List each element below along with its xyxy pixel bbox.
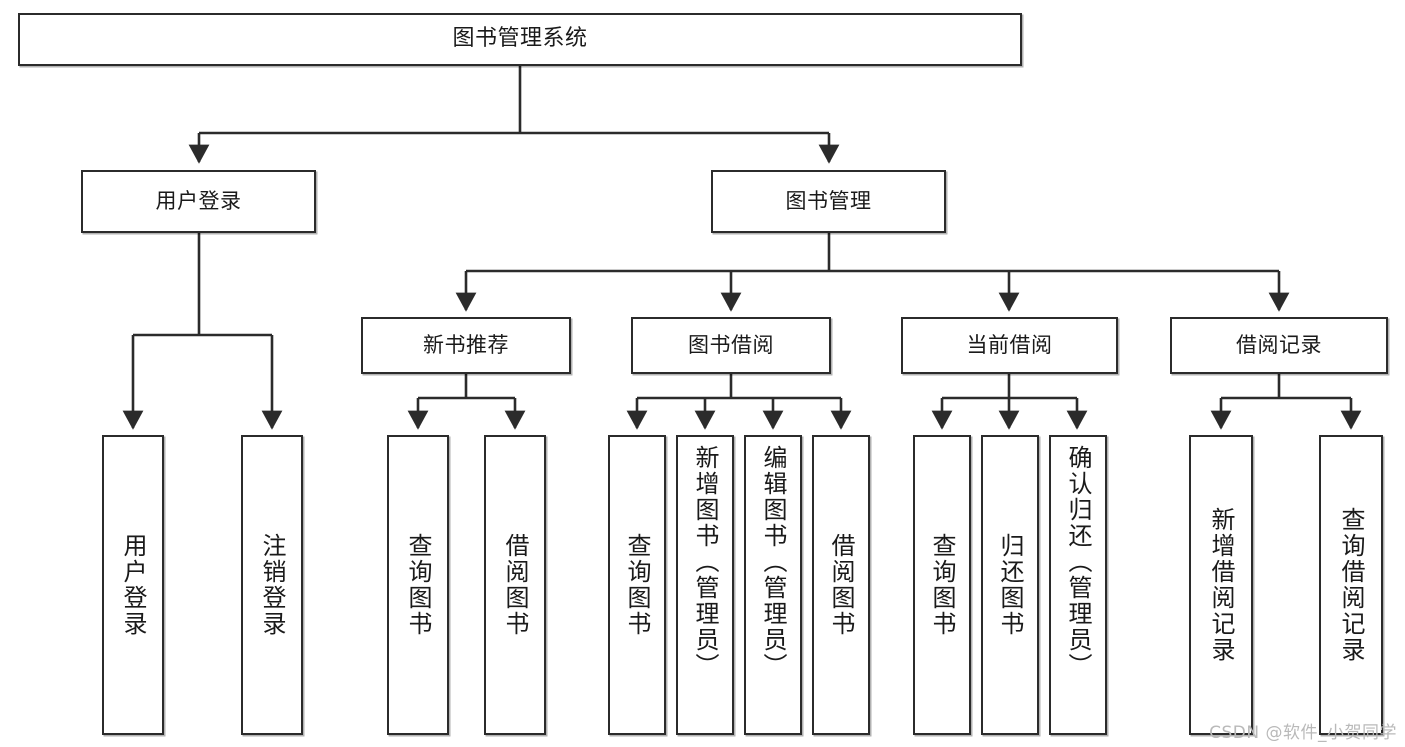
node-book-management[interactable]: 图书管理: [711, 170, 946, 233]
node-new-book-recommend[interactable]: 新书推荐: [361, 317, 571, 374]
node-label: 新增借阅记录: [1207, 507, 1235, 663]
leaf-book-borrow-edit-book[interactable]: 编辑图书（管理员）: [744, 435, 802, 735]
leaf-new-book-borrow-book[interactable]: 借阅图书: [484, 435, 546, 735]
leaf-user-login-login[interactable]: 用户登录: [102, 435, 164, 735]
node-label: 用户登录: [119, 533, 147, 637]
node-root-system[interactable]: 图书管理系统: [18, 13, 1022, 66]
node-label: 用户登录: [155, 188, 242, 213]
leaf-book-borrow-borrow-book[interactable]: 借阅图书: [812, 435, 870, 735]
node-label: 借阅记录: [1236, 332, 1322, 357]
node-label: 新增图书（管理员）: [691, 445, 719, 679]
node-label: 图书管理系统: [452, 26, 588, 52]
node-label: 注销登录: [258, 533, 286, 637]
node-label: 归还图书: [996, 533, 1024, 637]
leaf-new-book-query-book[interactable]: 查询图书: [387, 435, 449, 735]
node-label: 借阅图书: [827, 533, 855, 637]
node-label: 确认归还（管理员）: [1064, 445, 1092, 679]
leaf-user-login-logout[interactable]: 注销登录: [241, 435, 303, 735]
node-label: 新书推荐: [423, 332, 509, 357]
node-current-borrow[interactable]: 当前借阅: [901, 317, 1118, 374]
leaf-current-borrow-query-book[interactable]: 查询图书: [913, 435, 971, 735]
node-label: 编辑图书（管理员）: [759, 445, 787, 679]
node-book-borrow[interactable]: 图书借阅: [631, 317, 831, 374]
leaf-borrow-record-query-record[interactable]: 查询借阅记录: [1319, 435, 1383, 735]
node-label: 查询图书: [404, 533, 432, 637]
node-label: 图书借阅: [688, 332, 774, 357]
node-label: 借阅图书: [501, 533, 529, 637]
leaf-current-borrow-return-book[interactable]: 归还图书: [981, 435, 1039, 735]
node-label: 查询借阅记录: [1337, 507, 1365, 663]
node-label: 当前借阅: [966, 332, 1053, 357]
node-label: 图书管理: [785, 188, 872, 213]
node-user-login[interactable]: 用户登录: [81, 170, 316, 233]
leaf-borrow-record-add-record[interactable]: 新增借阅记录: [1189, 435, 1253, 735]
leaf-book-borrow-query-book[interactable]: 查询图书: [608, 435, 666, 735]
csdn-watermark: CSDN @软件_小贺同学: [1209, 723, 1397, 743]
leaf-book-borrow-add-book[interactable]: 新增图书（管理员）: [676, 435, 734, 735]
node-borrow-record[interactable]: 借阅记录: [1170, 317, 1388, 374]
node-label: 查询图书: [928, 533, 956, 637]
leaf-current-borrow-confirm-return[interactable]: 确认归还（管理员）: [1049, 435, 1107, 735]
node-label: 查询图书: [623, 533, 651, 637]
